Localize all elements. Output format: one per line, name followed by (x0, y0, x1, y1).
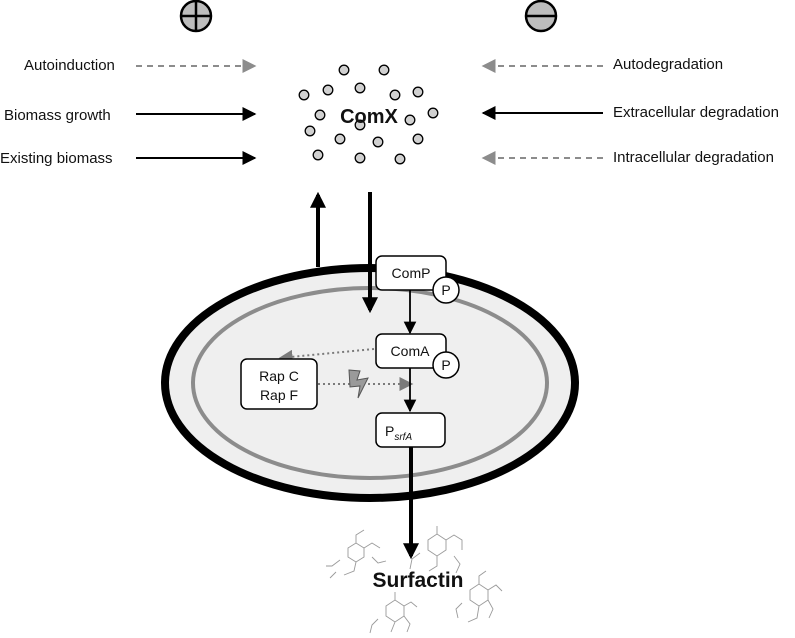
positive-sign-icon (179, 0, 213, 33)
coma-box (375, 333, 447, 369)
comx-molecule (354, 82, 366, 94)
rap-box (240, 358, 318, 410)
coma-to-rap-arrow (278, 348, 375, 364)
promoter-main: P (385, 423, 394, 439)
comx-molecules (298, 64, 439, 165)
comx-molecule (412, 133, 424, 145)
comx-molecule (298, 89, 310, 101)
comx-molecule (412, 86, 424, 98)
surfactin-label: Surfactin (372, 569, 463, 592)
comx-molecule (389, 89, 401, 101)
label-existing-biomass: Existing biomass (0, 150, 113, 167)
comp-phosphate-icon (432, 276, 460, 304)
comx-label: ComX (340, 106, 398, 128)
comx-molecule (322, 84, 334, 96)
label-autodegradation: Autodegradation (613, 56, 723, 73)
label-biomass-growth: Biomass growth (4, 107, 111, 124)
comp-box (375, 255, 447, 291)
promoter-sub: srfA (394, 432, 412, 443)
comx-molecule (394, 153, 406, 165)
comx-molecule (304, 125, 316, 137)
lightning-icon (348, 369, 369, 399)
promoter-label: PsrfA (385, 423, 412, 443)
comx-molecule (338, 64, 350, 76)
comx-molecule (354, 152, 366, 164)
surfactin-molecule-icon (455, 570, 503, 623)
comx-molecule (378, 64, 390, 76)
comx-molecule (354, 119, 366, 131)
label-autoinduction: Autoinduction (24, 57, 115, 74)
comp-label: ComP (392, 265, 431, 281)
rap-c-label: Rap C (259, 368, 299, 384)
rap-f-label: Rap F (260, 387, 298, 403)
comx-molecule (312, 149, 324, 161)
coma-label: ComA (391, 343, 431, 359)
comx-molecule (404, 114, 416, 126)
negative-sign-icon (524, 0, 558, 33)
surfactin-molecule-icon (369, 592, 418, 634)
comx-molecule (334, 133, 346, 145)
label-intracellular-degradation: Intracellular degradation (613, 149, 774, 166)
comx-molecule (427, 107, 439, 119)
coma-phosphate-icon (432, 351, 460, 379)
surfactin-molecule-icon (326, 529, 387, 579)
coma-phosphate-label: P (441, 357, 450, 373)
label-extracellular-degradation: Extracellular degradation (613, 104, 779, 121)
comx-molecule (372, 136, 384, 148)
comp-phosphate-label: P (441, 282, 450, 298)
comx-molecule (314, 109, 326, 121)
surfactin-molecule-icon (409, 526, 463, 574)
